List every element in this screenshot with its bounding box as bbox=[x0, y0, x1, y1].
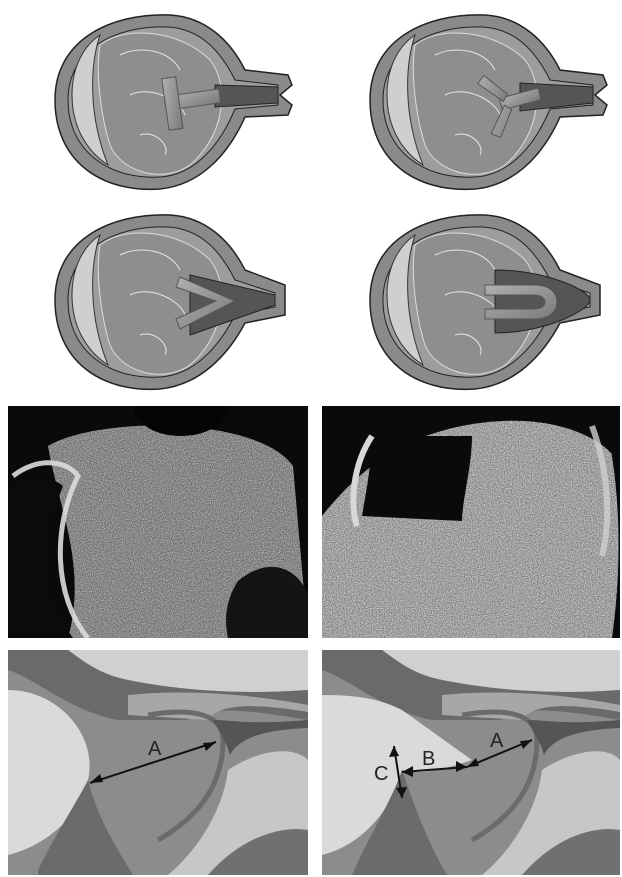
cervix-schematic-right: A B C bbox=[322, 650, 620, 875]
cervix-schematic-left: A bbox=[8, 650, 308, 875]
label-a: A bbox=[148, 738, 162, 760]
cervix-diagram-u bbox=[345, 205, 615, 395]
cervix-diagram-t bbox=[30, 5, 300, 195]
ultrasound-image-left bbox=[8, 406, 308, 638]
ultrasound-image-right bbox=[322, 406, 620, 638]
cervix-diagram-y bbox=[345, 5, 615, 195]
cervix-diagram-v bbox=[30, 205, 300, 395]
label-c: C bbox=[374, 763, 388, 785]
label-b: B bbox=[422, 748, 435, 770]
label-a: A bbox=[490, 730, 504, 752]
